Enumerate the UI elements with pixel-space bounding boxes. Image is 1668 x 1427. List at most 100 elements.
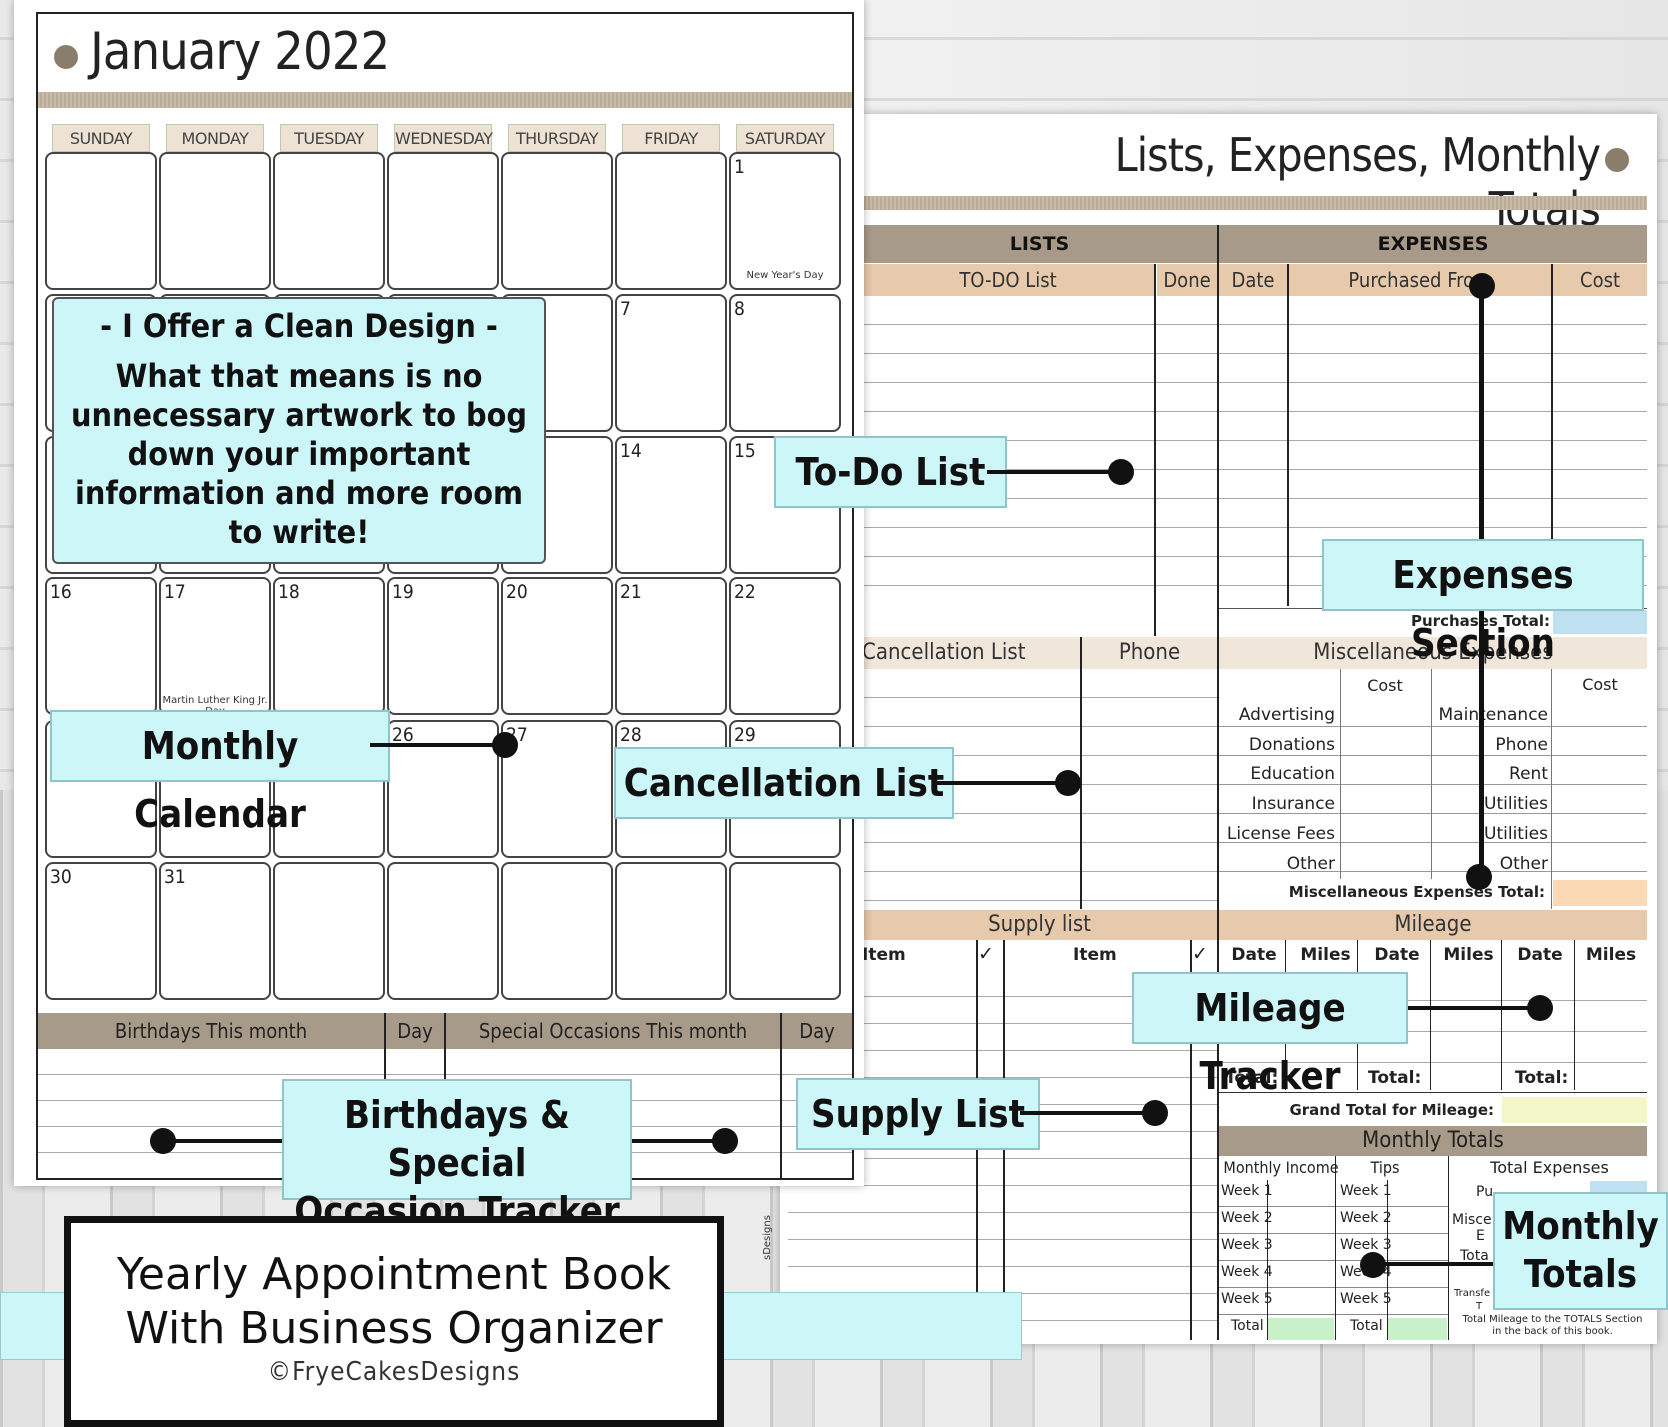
supply-item-header-1: Item — [862, 945, 906, 965]
weekday-tuesday: TUESDAY — [280, 124, 378, 152]
income-total-value — [1268, 1318, 1334, 1340]
mileage-col: Date — [1231, 945, 1277, 965]
todo-connector — [987, 470, 1122, 474]
cancellation-connector-dot — [1055, 770, 1081, 796]
calendar-day-number: 29 — [734, 724, 756, 746]
supply-list-callout: Supply List — [796, 1078, 1040, 1150]
clean-design-body: What that means is no unnecessary artwor… — [71, 357, 527, 551]
totals-note: Total Mileage to the TOTALS Section in t… — [1462, 1314, 1643, 1337]
misc-expenses-header: Miscellaneous Expenses — [1219, 637, 1647, 669]
totals-connector-dot — [1360, 1252, 1386, 1278]
misc-cost-header-2: Cost — [1582, 675, 1618, 694]
calendar-title-rule — [38, 92, 852, 108]
misc-item: Donations — [1248, 735, 1335, 755]
misc-col-line — [1551, 669, 1552, 909]
banner-ribbon-right — [710, 1292, 1022, 1360]
expenses-misc-partial-2: E — [1476, 1228, 1485, 1244]
week-label: Week 3 — [1340, 1237, 1392, 1253]
week-label: Week 5 — [1340, 1291, 1392, 1307]
side-credit: sDesigns — [762, 1215, 773, 1260]
calendar-day-number: 21 — [620, 581, 642, 603]
transfer-partial-2: T — [1476, 1301, 1483, 1312]
mileage-col: Miles — [1443, 945, 1494, 965]
calendar-day-number: 16 — [50, 581, 72, 603]
mileage-total-rule — [1219, 1092, 1647, 1093]
birthdays-connector-right — [614, 1139, 724, 1143]
expenses-header: EXPENSES — [1219, 225, 1647, 263]
mileage-tracker-callout: Mileage Tracker — [1132, 972, 1408, 1098]
calendar-day-cell — [615, 294, 727, 432]
cost-divider — [1551, 264, 1553, 606]
mileage-header: Mileage — [1219, 910, 1647, 940]
totals-col-line — [1335, 1156, 1336, 1340]
week-label: Week 1 — [1340, 1183, 1392, 1199]
calendar-day-number: 30 — [50, 866, 72, 888]
birthdays-callout: Birthdays & Special Occasion Tracker — [282, 1079, 632, 1233]
total-label: Total — [1231, 1318, 1264, 1334]
misc-item: Other — [1499, 854, 1548, 874]
calendar-day-cell — [501, 720, 613, 858]
calendar-day-cell — [615, 862, 727, 1000]
calendar-day-number: 22 — [734, 581, 756, 603]
tips-total-value — [1388, 1318, 1447, 1340]
monthly-totals-header: Monthly Totals — [1219, 1126, 1647, 1156]
misc-item: Maintenance — [1438, 705, 1548, 725]
weekday-friday: FRIDAY — [622, 124, 720, 152]
monthly-totals-callout: Monthly Totals — [1493, 1192, 1668, 1310]
misc-total-label: Miscellaneous Expenses Total: — [1288, 883, 1545, 901]
calendar-day-cell — [159, 862, 271, 1000]
supply-check-header-2: ✓ — [1192, 943, 1208, 965]
cancellation-connector — [934, 781, 1069, 785]
monthly-totals-callout-line1: Monthly — [1502, 1204, 1659, 1248]
misc-col-line — [1340, 669, 1341, 879]
calendar-day-cell — [729, 862, 841, 1000]
calendar-day-cell — [615, 436, 727, 574]
todo-list-callout: To-Do List — [774, 436, 1007, 508]
week-label: Week 1 — [1221, 1183, 1273, 1199]
expenses-total-partial: Tota — [1460, 1248, 1489, 1264]
weekday-thursday: THURSDAY — [508, 124, 606, 152]
calendar-day-number: 31 — [164, 866, 186, 888]
lists-expenses-divider — [1217, 225, 1219, 1340]
weeks-income: Week 1 Week 2 Week 3 Week 4 Week 5 Total — [1221, 1183, 1273, 1345]
birthdays-connector-dot-right — [712, 1128, 738, 1154]
grand-total-label: Grand Total for Mileage: — [1289, 1101, 1494, 1119]
supply-connector-dot — [1142, 1100, 1168, 1126]
calendar-day-number: 17 — [164, 581, 186, 603]
misc-left-labels: Advertising Donations Education Insuranc… — [1219, 700, 1335, 879]
week-label: Week 3 — [1221, 1237, 1273, 1253]
mileage-connector — [1400, 1006, 1535, 1010]
calendar-title: January 2022 — [90, 22, 390, 82]
birthday-day-header: Day — [386, 1013, 444, 1049]
calendar-day-cell — [615, 577, 727, 715]
totals-connector — [1372, 1262, 1510, 1266]
calendar-day-cell — [729, 294, 841, 432]
misc-item: License Fees — [1226, 824, 1335, 844]
monthly-income-header: Monthly Income — [1223, 1158, 1339, 1177]
calendar-day-cell — [273, 152, 385, 290]
cost-header: Cost — [1553, 264, 1647, 296]
calendar-day-cell — [387, 152, 499, 290]
clean-design-callout: - I Offer a Clean Design - What that mea… — [52, 297, 546, 564]
calendar-day-cell — [45, 577, 157, 715]
mileage-col-line — [1501, 940, 1502, 1090]
calendar-day-cell — [387, 577, 499, 715]
todo-divider — [1154, 264, 1156, 636]
mileage-connector-dot — [1527, 995, 1553, 1021]
supply-check-divider — [1190, 940, 1192, 1340]
transfer-partial: Transfe — [1454, 1288, 1491, 1299]
special-occasions-header: Special Occasions This month — [446, 1013, 780, 1049]
title-banner: Yearly Appointment Book With Business Or… — [64, 1216, 724, 1427]
monthly-totals-grid — [1219, 1180, 1449, 1340]
monthly-calendar-callout: Monthly Calendar — [50, 710, 390, 836]
calendar-day-number: 19 — [392, 581, 414, 603]
mileage-total-1: Total: — [1225, 1068, 1278, 1088]
birthdays-connector-dot-left — [150, 1128, 176, 1154]
misc-col-line — [1431, 669, 1432, 879]
weekday-wednesday: WEDNESDAY — [394, 124, 493, 152]
mileage-total-3: Total: — [1515, 1068, 1569, 1088]
misc-grid — [1219, 698, 1647, 878]
purchases-total-value — [1553, 610, 1647, 634]
week-label: Week 2 — [1221, 1210, 1273, 1226]
grand-total-value — [1502, 1097, 1647, 1123]
